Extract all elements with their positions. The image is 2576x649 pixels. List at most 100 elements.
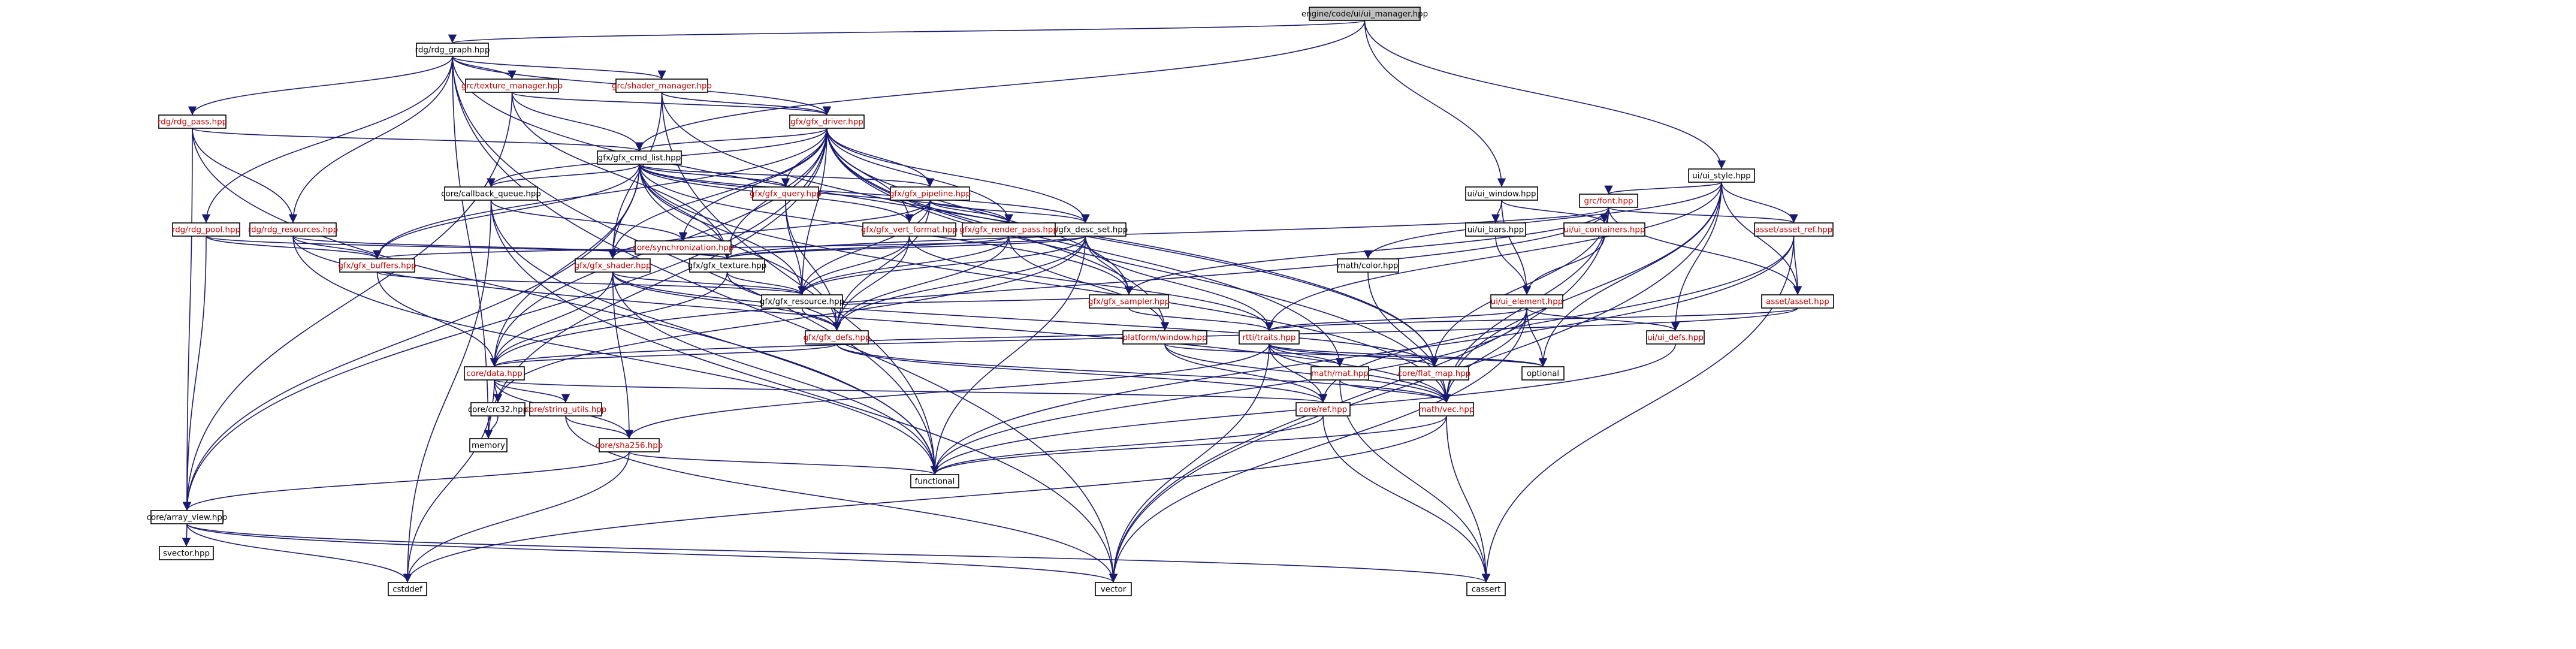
- node-math-vec[interactable]: math/vec.hpp: [1419, 402, 1475, 416]
- edge-ui_element-to-rtti_traits: [1265, 307, 1527, 331]
- edge-core_data-to-string_utils: [494, 379, 570, 403]
- node-root[interactable]: engine/code/ui/ui_manager.hpp: [1301, 7, 1428, 21]
- node-gfx-texture: gfx/gfx_texture.hpp: [688, 258, 766, 273]
- node-shader-manager[interactable]: grc/shader_manager.hpp: [612, 79, 712, 93]
- node-gfx-vert-format[interactable]: gfx/gfx_vert_format.hpp: [861, 222, 958, 237]
- node-label: gfx/gfx_defs.hpp: [804, 334, 871, 343]
- node-callback-queue: core/callback_queue.hpp: [441, 186, 541, 201]
- node-label: core/crc32.hpp: [468, 406, 528, 415]
- node-gfx-shader[interactable]: gfx/gfx_shader.hpp: [575, 258, 651, 273]
- node-label: rdg/rdg_graph.hpp: [415, 46, 490, 55]
- edge-rdg_graph-to-rdg_pool: [201, 56, 453, 224]
- node-string-utils[interactable]: core/string_utils.hpp: [525, 402, 607, 416]
- node-rdg-pool[interactable]: rdg/rdg_pool.hpp: [172, 222, 240, 237]
- edge-root-to-rdg_graph: [448, 20, 1366, 44]
- edge-gfx_defs-to-core_ref: [836, 343, 1327, 403]
- node-label: functional: [915, 478, 955, 487]
- node-label: rdg/rdg_resources.hpp: [248, 226, 338, 235]
- node-asset-ref[interactable]: asset/asset_ref.hpp: [1754, 222, 1834, 237]
- node-ui-style: ui/ui_style.hpp: [1688, 168, 1755, 183]
- node-label: cassert: [1472, 585, 1501, 594]
- edge-array_view-to-cstddef: [186, 523, 412, 583]
- edge-array_view-to-svector: [182, 523, 191, 547]
- node-texture-manager[interactable]: grc/texture_manager.hpp: [461, 79, 563, 93]
- edge-rtti_traits-to-math_mat: [1269, 343, 1345, 367]
- node-label: gfx/gfx_pipeline.hpp: [889, 190, 971, 199]
- node-label: vector: [1101, 585, 1127, 594]
- node-gfx-sampler[interactable]: gfx/gfx_sampler.hpp: [1088, 294, 1170, 309]
- node-rtti-traits[interactable]: rtti/traits.hpp: [1239, 330, 1300, 345]
- node-ui-defs[interactable]: ui/ui_defs.hpp: [1646, 330, 1705, 345]
- edge-ui_style-to-rtti_traits: [1264, 182, 1722, 331]
- node-sha256[interactable]: core/sha256.hpp: [596, 438, 663, 452]
- node-gfx-pipeline[interactable]: gfx/gfx_pipeline.hpp: [889, 186, 971, 201]
- node-svector: svector.hpp: [159, 546, 214, 560]
- edge-gfx_driver-to-gfx_resource: [798, 128, 828, 295]
- edge-gfx_desc_set-to-gfx_defs: [832, 236, 1086, 331]
- edge-gfx_desc_set-to-functional: [930, 236, 1086, 475]
- node-optional: optional: [1521, 366, 1565, 381]
- node-label: math/mat.hpp: [1311, 370, 1369, 379]
- node-label: core/array_view.hpp: [147, 514, 228, 523]
- node-label: ui/ui_defs.hpp: [1647, 334, 1704, 343]
- node-cstddef: cstddef: [388, 582, 427, 596]
- edge-root-to-gfx_cmd_list: [635, 20, 1366, 152]
- node-gfx-driver[interactable]: gfx/gfx_driver.hpp: [789, 114, 865, 129]
- node-rdg-pass[interactable]: rdg/rdg_pass.hpp: [158, 114, 227, 129]
- node-rdg-resources[interactable]: rdg/rdg_resources.hpp: [248, 222, 338, 237]
- edge-rdg_graph-to-shader_manager: [452, 56, 666, 80]
- edge-gfx_texture-to-gfx_resource: [726, 271, 807, 295]
- node-grc-font[interactable]: grc/font.hpp: [1579, 194, 1638, 208]
- node-label: core/data.hpp: [466, 370, 522, 379]
- edge-grc_font-to-asset_asset: [1608, 207, 1802, 295]
- edge-texture_manager-to-array_view: [182, 92, 513, 511]
- edge-ui_style-to-math_vec: [1442, 182, 1722, 403]
- edge-gfx_defs-to-math_vec: [836, 343, 1451, 403]
- node-label: math/color.hpp: [1338, 262, 1399, 271]
- edge-gfx_driver-to-gfx_sampler: [826, 128, 1134, 295]
- edge-gfx_sampler-to-gfx_resource: [798, 294, 1130, 309]
- node-label: engine/code/ui/ui_manager.hpp: [1301, 10, 1428, 19]
- edge-array_view-to-vector: [186, 523, 1118, 583]
- node-label: rtti/traits.hpp: [1243, 334, 1296, 343]
- node-platform-window[interactable]: platform/window.hpp: [1122, 330, 1207, 345]
- node-label: gfx/gfx_vert_format.hpp: [861, 226, 958, 235]
- edge-array_view-to-cassert: [186, 523, 1490, 583]
- node-label: gfx/gfx_cmd_list.hpp: [598, 154, 681, 163]
- node-asset-asset[interactable]: asset/asset.hpp: [1761, 294, 1834, 309]
- node-gfx-query[interactable]: gfx/gfx_query.hpp: [750, 186, 822, 201]
- edge-ui_style-to-asset_asset: [1721, 182, 1802, 295]
- edge-gfx_driver-to-array_view: [182, 128, 828, 511]
- node-flat-map[interactable]: core/flat_map.hpp: [1398, 366, 1471, 381]
- node-gfx-defs[interactable]: gfx/gfx_defs.hpp: [804, 330, 871, 345]
- edge-rdg_graph-to-rdg_pass: [188, 56, 453, 116]
- node-label: rdg/rdg_pass.hpp: [158, 118, 227, 127]
- node-label: ui/ui_containers.hpp: [1564, 226, 1645, 235]
- edge-gfx_resource-to-gfx_defs: [801, 307, 841, 331]
- node-gfx-buffers[interactable]: gfx/gfx_buffers.hpp: [338, 258, 416, 273]
- node-label: asset/asset.hpp: [1766, 298, 1829, 307]
- edge-rdg_resources-to-gfx_buffers: [292, 236, 382, 259]
- edge-rdg_graph-to-vector: [452, 56, 1118, 583]
- node-label: core/string_utils.hpp: [525, 406, 607, 415]
- edge-rdg_pool-to-array_view: [182, 236, 207, 511]
- edge-gfx_render_pass-to-gfx_texture: [723, 236, 1010, 259]
- node-label: gfx/gfx_resource.hpp: [760, 298, 844, 307]
- node-label: math/vec.hpp: [1419, 406, 1475, 415]
- node-core-ref[interactable]: core/ref.hpp: [1295, 402, 1351, 416]
- node-label: core/flat_map.hpp: [1398, 370, 1471, 379]
- node-gfx-desc-set: gfx/gfx_desc_set.hpp: [1043, 222, 1128, 237]
- node-synchronization[interactable]: core/synchronization.hpp: [633, 240, 734, 255]
- edge-ui_style-to-grc_font: [1604, 182, 1722, 195]
- node-core-data[interactable]: core/data.hpp: [464, 366, 525, 381]
- edge-gfx_shader-to-flat_map: [612, 271, 1439, 367]
- node-ui-element[interactable]: ui/ui_element.hpp: [1490, 294, 1563, 309]
- node-math-mat[interactable]: math/mat.hpp: [1310, 366, 1369, 381]
- edge-gfx_render_pass-to-platform_window: [1008, 236, 1170, 331]
- node-ui-window: ui/ui_window.hpp: [1465, 186, 1538, 201]
- edge-gfx_shader-to-sha256: [612, 271, 634, 439]
- edge-gfx_cmd_list-to-gfx_buffers: [373, 164, 640, 259]
- node-gfx-render-pass[interactable]: gfx/gfx_render_pass.hpp: [959, 222, 1058, 237]
- node-ui-containers[interactable]: ui/ui_containers.hpp: [1563, 222, 1645, 237]
- edge-gfx_pipeline-to-gfx_desc_set: [929, 200, 1090, 224]
